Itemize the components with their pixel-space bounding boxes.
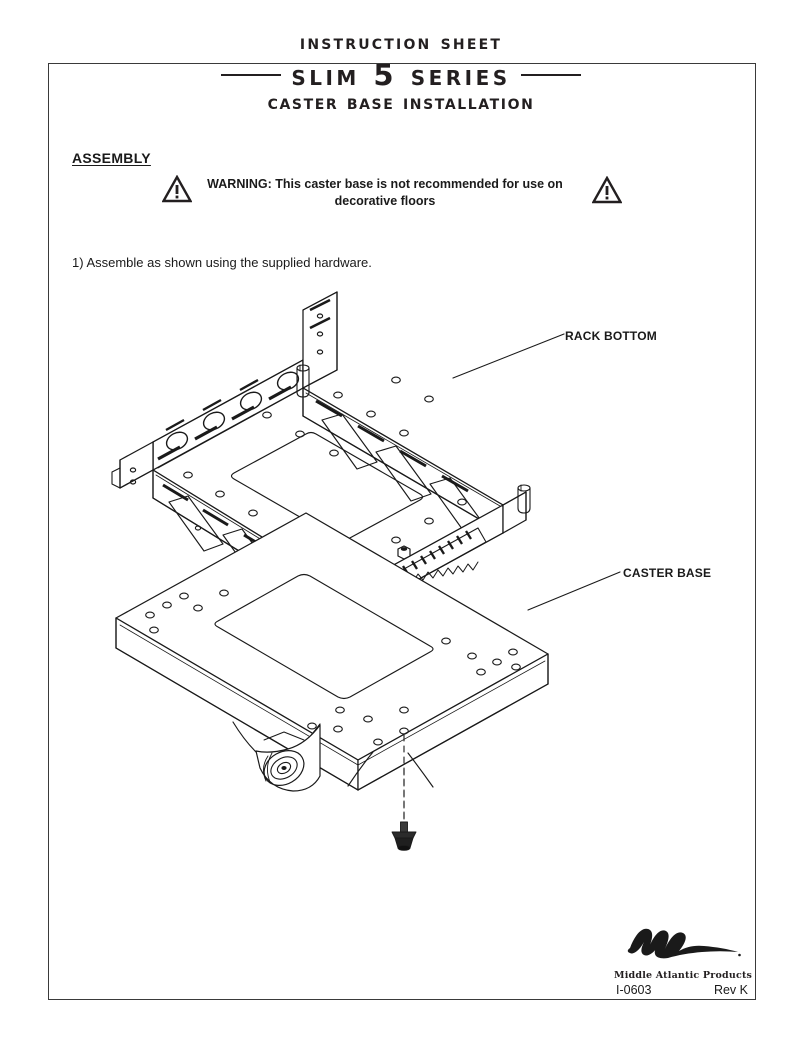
captive-nut bbox=[397, 545, 411, 560]
warning-triangle-icon bbox=[161, 174, 193, 208]
callout-leader-lines bbox=[452, 333, 621, 611]
alignment-pin bbox=[296, 364, 310, 398]
document-subtitle: Caster Base installation bbox=[267, 90, 535, 114]
instruction-sheet-title: Instruction Sheet bbox=[299, 30, 503, 54]
alignment-pin bbox=[517, 484, 531, 514]
revision-code: Rev K bbox=[713, 983, 748, 997]
hex-bolt bbox=[391, 821, 417, 851]
title-rule-right bbox=[520, 74, 581, 76]
middle-atlantic-m-logo-icon bbox=[614, 922, 750, 969]
assembly-diagram bbox=[48, 270, 756, 880]
callout-label-rack-bottom: RACK BOTTOM bbox=[565, 329, 657, 343]
caster-wheel bbox=[255, 724, 321, 792]
footer-codes-row: I-0603 Rev K bbox=[614, 983, 750, 997]
warning-message: WARNING: This caster base is not recomme… bbox=[207, 177, 563, 208]
assembly-step-1: 1) Assemble as shown using the supplied … bbox=[72, 255, 372, 270]
assembly-section-heading: ASSEMBLY bbox=[72, 150, 151, 166]
document-header: Instruction Sheet SLIM 5 Series Caster B… bbox=[0, 0, 802, 120]
company-wordmark: Middle Atlantic Products bbox=[614, 970, 753, 981]
document-number: I-0603 bbox=[616, 983, 652, 997]
rack-bottom-part bbox=[111, 291, 531, 619]
warning-notice: WARNING: This caster base is not recomme… bbox=[161, 174, 623, 210]
document-footer: Middle Atlantic Products I-0603 Rev K bbox=[614, 922, 753, 997]
callout-label-caster-base: CASTER BASE bbox=[623, 566, 712, 580]
page-border-frame bbox=[48, 63, 756, 1000]
caster-base-part bbox=[115, 512, 549, 792]
title-rule-left bbox=[221, 74, 282, 76]
warning-triangle-icon bbox=[591, 175, 623, 209]
